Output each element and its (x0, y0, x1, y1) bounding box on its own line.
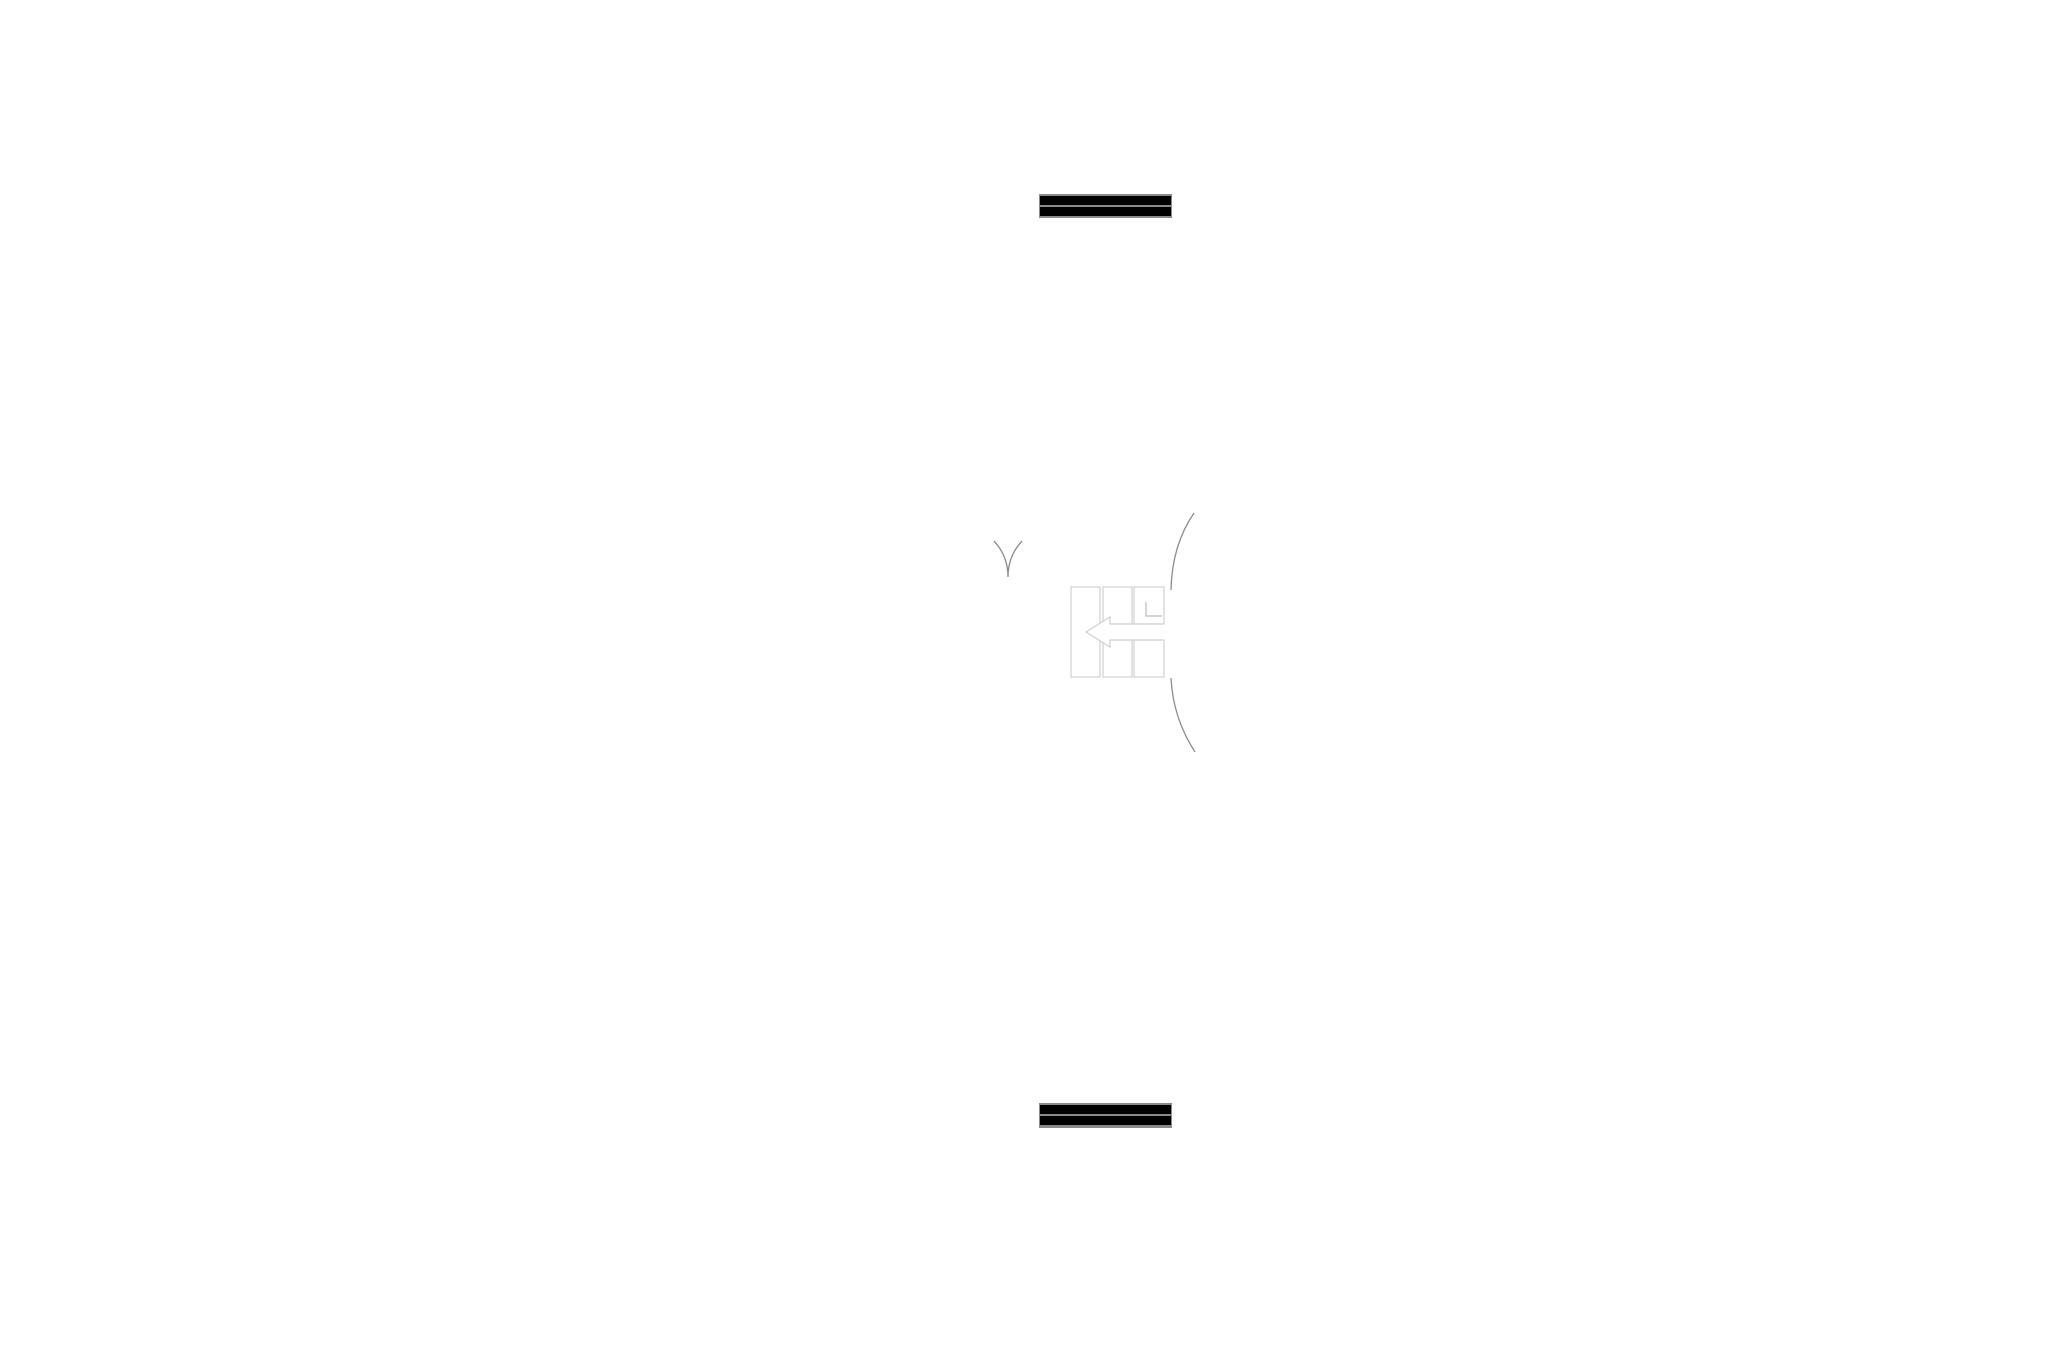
panel-grid (1070, 586, 1165, 678)
v-mark (993, 540, 1023, 578)
bottom-double-bar (1039, 1103, 1172, 1128)
left-arrow-icon (1084, 615, 1164, 649)
top-double-bar (1039, 194, 1172, 218)
right-arc (1170, 512, 1196, 753)
corner-mark (1145, 602, 1162, 617)
